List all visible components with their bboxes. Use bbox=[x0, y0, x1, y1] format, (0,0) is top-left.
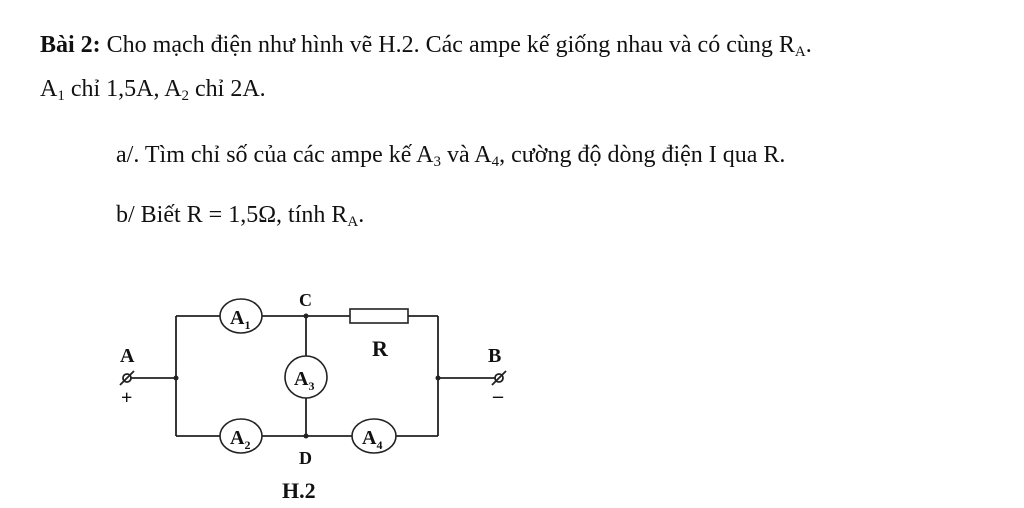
a1-text: chỉ 1,5A, bbox=[70, 76, 160, 102]
a1-sub: 1 bbox=[57, 88, 65, 104]
a2-label: A bbox=[164, 76, 182, 102]
question-a-sub4: 4 bbox=[491, 154, 500, 170]
node-a-label: A bbox=[120, 345, 135, 367]
question-a-post: , cường độ dòng điện I qua R. bbox=[499, 142, 786, 168]
figure-caption: H.2 bbox=[282, 478, 316, 503]
question-a-pre: a/. Tìm chỉ số của các ampe kế A bbox=[116, 142, 434, 168]
question-b: b/ Biết R = 1,5Ω, tính RA. bbox=[116, 200, 364, 230]
question-a: a/. Tìm chỉ số của các ampe kế A3 và A4,… bbox=[116, 140, 785, 170]
node-dot-left bbox=[173, 375, 179, 381]
intro-text: Cho mạch điện như hình vẽ H.2. Các ampe … bbox=[106, 32, 795, 58]
ammeter-a3-label: A3 bbox=[294, 368, 314, 393]
node-dot-c bbox=[303, 313, 309, 319]
minus-sign: – bbox=[492, 385, 504, 407]
node-c-label: C bbox=[299, 290, 312, 310]
ammeter-a2-label: A2 bbox=[230, 427, 250, 452]
question-a-sub3: 3 bbox=[433, 154, 441, 170]
a2-text: chỉ 2A. bbox=[195, 76, 266, 102]
ammeter-a4-label: A4 bbox=[362, 427, 382, 452]
ammeter-a2 bbox=[219, 418, 263, 454]
ammeter-a4 bbox=[351, 418, 397, 454]
terminal-a-icon bbox=[119, 370, 135, 386]
question-b-post: . bbox=[358, 202, 365, 228]
problem-intro-line2: A1 chỉ 1,5A, A2 chỉ 2A. bbox=[40, 74, 266, 104]
node-dot-d bbox=[303, 433, 309, 439]
a1-label: A bbox=[40, 76, 58, 102]
resistor-label: R bbox=[372, 336, 389, 361]
ammeter-a3 bbox=[284, 355, 328, 399]
terminal-b-icon bbox=[491, 370, 507, 386]
resistor-r bbox=[349, 308, 409, 324]
a2-sub: 2 bbox=[181, 88, 190, 104]
intro-sub: A bbox=[794, 44, 806, 60]
ammeter-a1 bbox=[219, 298, 263, 334]
plus-sign: + bbox=[121, 387, 132, 409]
question-a-mid: và A bbox=[446, 142, 492, 168]
problem-title: Bài 2: bbox=[40, 32, 101, 58]
node-b-label: B bbox=[488, 345, 501, 367]
intro-dot: . bbox=[805, 32, 812, 58]
node-dot-right bbox=[435, 375, 441, 381]
problem-intro-line1: Bài 2: Cho mạch điện như hình vẽ H.2. Cá… bbox=[40, 30, 812, 60]
question-b-sub: A bbox=[347, 214, 359, 230]
ammeter-a1-label: A1 bbox=[230, 307, 250, 332]
node-d-label: D bbox=[299, 448, 312, 468]
question-b-pre: b/ Biết R = 1,5Ω, tính R bbox=[116, 202, 348, 228]
